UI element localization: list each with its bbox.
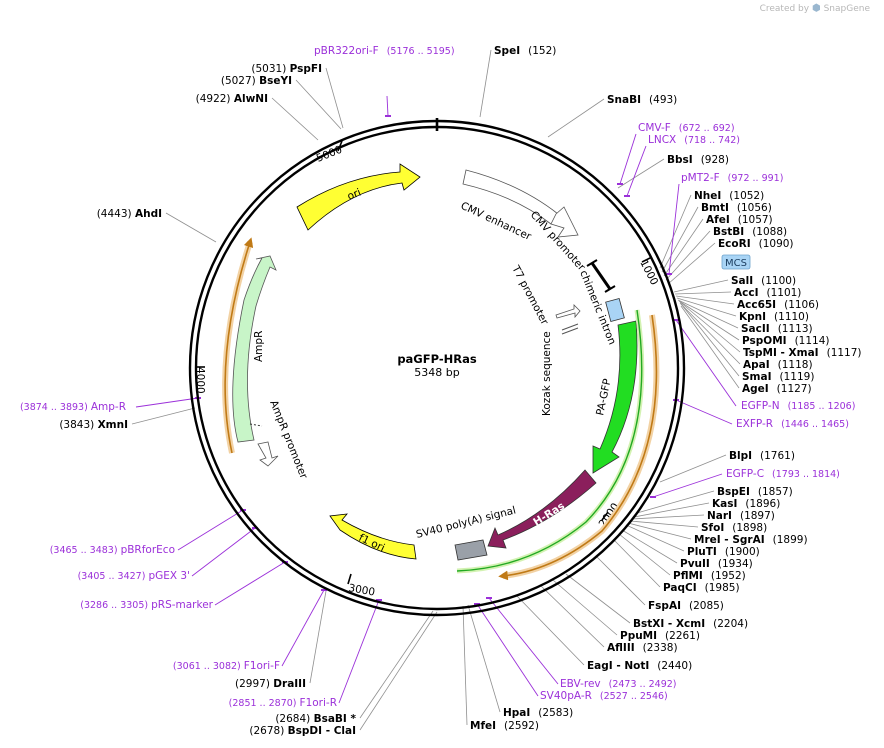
plasmid-length: 5348 bp (414, 366, 459, 379)
tick-label-3000: 3000 (347, 582, 375, 598)
feature-t7-promoter-label: T7 promoter (509, 263, 551, 328)
site-xmni[interactable]: (3843) XmnI (59, 419, 128, 431)
site-sfoi[interactable]: SfoI(1898) (701, 522, 767, 534)
site-nhei[interactable]: NheI(1052) (694, 190, 764, 202)
site-bspei[interactable]: BspEI(1857) (717, 486, 793, 498)
primer-pbrforeco[interactable]: (3465 .. 3483) pBRforEco (50, 544, 175, 556)
site-hpai[interactable]: HpaI(2583) (503, 707, 573, 719)
site-pspfi[interactable]: (5031) PspFI (251, 63, 322, 75)
feature-sv40-polya[interactable] (454, 539, 488, 561)
leader-lines (131, 49, 741, 731)
credit-brand: SnapGene (823, 4, 870, 14)
feature-t7-promoter[interactable] (555, 304, 581, 319)
site-sali[interactable]: SalI(1100) (731, 275, 796, 287)
site-pspomi[interactable]: PspOMI(1114) (742, 335, 829, 347)
feature-pa-gfp[interactable] (592, 320, 638, 474)
site-pvuii[interactable]: PvuII(1934) (680, 558, 753, 570)
site-bseyi[interactable]: (5027) BseYI (221, 75, 292, 87)
feature-ori-label: ori (346, 187, 363, 203)
snapgene-credit: Created by ⬢ SnapGene (760, 3, 870, 14)
site-tspmi-xmai[interactable]: TspMI - XmaI(1117) (743, 347, 862, 359)
tick-label-5000: 5000 (315, 144, 344, 165)
site-fspai[interactable]: FspAI(2085) (648, 600, 724, 612)
tick-label-1000: 1000 (637, 258, 660, 287)
site-spei[interactable]: SpeI(152) (494, 45, 556, 57)
site-mrei-sgrai[interactable]: MreI - SgrAI(1899) (694, 534, 808, 546)
site-mfei[interactable]: MfeI(2592) (470, 720, 539, 732)
tick-label-4000: 4000 (194, 367, 206, 394)
primer-lncx[interactable]: LNCX(718 .. 742) (648, 134, 740, 146)
site-ecori[interactable]: EcoRI(1090) (718, 238, 794, 250)
site-bsabi[interactable]: (2684) BsaBI * (275, 713, 356, 725)
plasmid-name: paGFP-HRas (397, 352, 477, 366)
site-sacii[interactable]: SacII(1113) (741, 323, 813, 335)
primer-f1ori-f[interactable]: (3061 .. 3082) F1ori-F (173, 660, 280, 672)
primer-exfp-r[interactable]: EXFP-R(1446 .. 1465) (736, 418, 849, 430)
mcs-label: MCS (721, 254, 751, 270)
site-ppumi[interactable]: PpuMI(2261) (620, 630, 700, 642)
primer-cmv-f[interactable]: CMV-F(672 .. 692) (638, 122, 735, 134)
feature-h-ras[interactable] (487, 469, 597, 549)
site-pluti[interactable]: PluTI(1900) (687, 546, 760, 558)
feature-cmv-promoter[interactable] (550, 206, 579, 238)
site-acc65i[interactable]: Acc65I(1106) (737, 299, 819, 311)
feature-cmv-enhancer-label: CMV enhancer (459, 200, 534, 243)
site-acci[interactable]: AccI(1101) (734, 287, 801, 299)
site-labels: SpeI(152) SnaBI(493) BbsI(928) NheI(1052)Bm… (20, 45, 862, 737)
feature-f1-ori[interactable] (329, 513, 417, 560)
feature-ampr-promoter[interactable] (257, 441, 279, 467)
feature-kozak[interactable] (561, 323, 579, 335)
site-bstbi[interactable]: BstBI(1088) (713, 226, 787, 238)
site-draiii[interactable]: (2997) DraIII (235, 678, 306, 690)
site-pflmi[interactable]: PflMI(1952) (673, 570, 746, 582)
site-nari[interactable]: NarI(1897) (707, 510, 775, 522)
primer-amp-r[interactable]: (3874 .. 3893) Amp-R (20, 401, 126, 413)
primer-f1ori-r[interactable]: (2851 .. 2870) F1ori-R (229, 697, 337, 709)
tick-marks (195, 140, 653, 585)
site-afliii[interactable]: AflIII(2338) (607, 642, 678, 654)
site-bstxi-xcmi[interactable]: BstXI - XcmI(2204) (633, 618, 748, 630)
site-apai[interactable]: ApaI(1118) (743, 359, 813, 371)
site-blpi[interactable]: BlpI(1761) (729, 450, 795, 462)
site-afei[interactable]: AfeI(1057) (706, 214, 773, 226)
snapgene-logo-icon: ⬢ (811, 3, 821, 14)
feature-ampr[interactable] (232, 255, 277, 443)
site-bbsi[interactable]: BbsI(928) (667, 154, 729, 166)
feature-pa-gfp-label: PA-GFP (594, 378, 613, 417)
site-eagi-noti[interactable]: EagI - NotI(2440) (587, 660, 692, 672)
primer-pmt2-f[interactable]: pMT2-F(972 .. 991) (681, 172, 783, 184)
feature-chimeric-intron[interactable] (590, 262, 612, 290)
site-ahdi[interactable]: (4443) AhdI (97, 208, 162, 220)
site-alwni[interactable]: (4922) AlwNI (196, 93, 268, 105)
feature-ampr-label: AmpR (253, 331, 265, 362)
primer-pgex-3[interactable]: (3405 .. 3427) pGEX 3' (78, 570, 190, 582)
feature-ori[interactable] (296, 163, 421, 231)
primer-sv40pa-r[interactable]: SV40pA-R(2527 .. 2546) (540, 690, 668, 702)
site-smai[interactable]: SmaI(1119) (742, 371, 814, 383)
site-kasi[interactable]: KasI(1896) (712, 498, 780, 510)
primer-egfp-n[interactable]: EGFP-N(1185 .. 1206) (741, 400, 855, 412)
site-snabi[interactable]: SnaBI(493) (607, 94, 677, 106)
site-bmti[interactable]: BmtI(1056) (701, 202, 772, 214)
site-paqci[interactable]: PaqCI(1985) (663, 582, 740, 594)
credit-prefix: Created by (759, 4, 810, 14)
feature-mcs-box[interactable] (605, 298, 625, 322)
svg-text:MCS: MCS (725, 258, 747, 269)
primer-pbr322ori-f[interactable]: pBR322ori-F(5176 .. 5195) (314, 45, 455, 57)
feature-ampr-promoter-label: AmpR promoter (267, 399, 310, 481)
primer-egfp-c[interactable]: EGFP-C(1793 .. 1814) (726, 468, 840, 480)
feature-kozak-label: Kozak sequence (541, 331, 553, 416)
site-bspdi-clai[interactable]: (2678) BspDI - ClaI (249, 725, 356, 737)
site-agei[interactable]: AgeI(1127) (742, 383, 812, 395)
site-kpni[interactable]: KpnI(1110) (739, 311, 809, 323)
primer-ebv-rev[interactable]: EBV-rev(2473 .. 2492) (560, 678, 677, 690)
primer-prs-marker[interactable]: (3286 .. 3305) pRS-marker (80, 599, 213, 611)
